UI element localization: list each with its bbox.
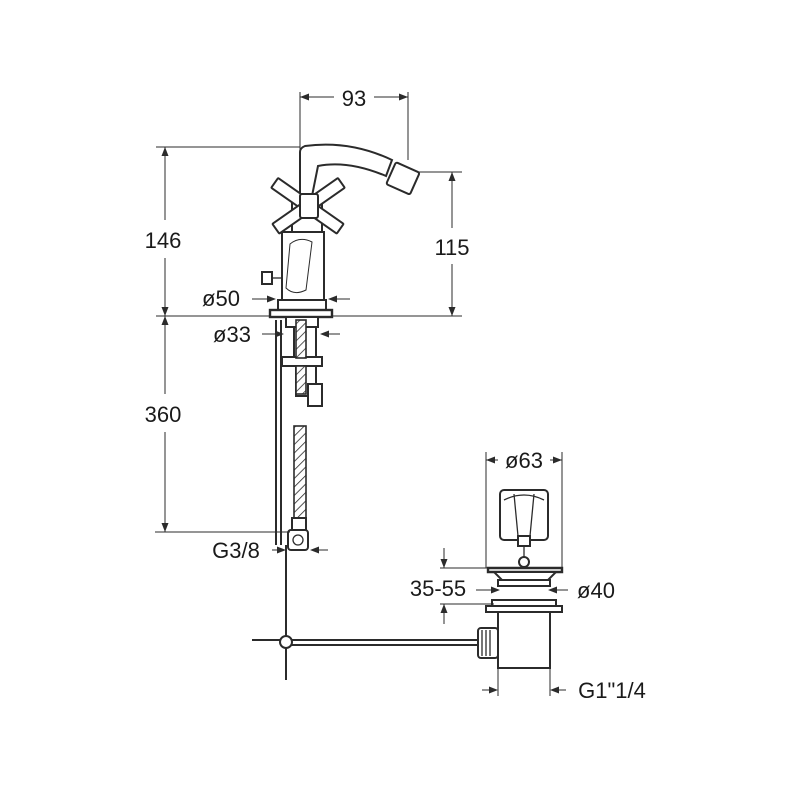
label-base-diameter: ø50 <box>202 286 240 311</box>
popup-linkage <box>252 545 478 680</box>
dim-hose-connection: G3/8 <box>212 538 328 563</box>
braided-hose <box>287 319 309 551</box>
label-hole-diameter: ø33 <box>213 322 251 347</box>
label-total-height: 146 <box>145 228 182 253</box>
label-waste-hole-diameter: ø40 <box>577 578 615 603</box>
dim-total-height: 146 <box>145 146 300 317</box>
dim-spout-reach: 93 <box>299 86 409 160</box>
dim-base-diameter: ø50 <box>202 286 350 311</box>
label-spout-reach: 93 <box>342 86 366 111</box>
label-worktop-thickness: 35-55 <box>410 576 466 601</box>
label-hose-connection: G3/8 <box>212 538 260 563</box>
dim-spout-height: 115 <box>330 171 470 317</box>
label-spout-height: 115 <box>434 235 469 260</box>
dim-worktop-thickness: 35-55 <box>410 548 494 624</box>
cross-handle <box>270 177 346 235</box>
dim-waste-hole-diameter: ø40 <box>476 578 615 603</box>
popup-waste <box>477 489 564 669</box>
dim-hose-length: 360 <box>145 316 290 533</box>
label-hose-length: 360 <box>145 402 182 427</box>
dim-waste-thread: G1"1/4 <box>482 668 646 703</box>
label-waste-head-diameter: ø63 <box>505 448 543 473</box>
label-waste-thread: G1"1/4 <box>578 678 646 703</box>
dim-waste-head-diameter: ø63 <box>485 448 563 568</box>
mixer-body <box>261 143 421 319</box>
